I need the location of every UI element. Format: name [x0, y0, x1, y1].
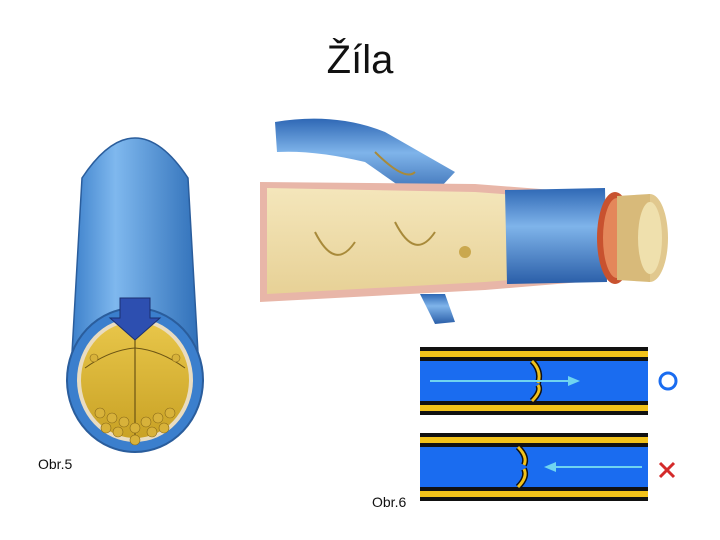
vein-longitudinal-figure	[260, 118, 668, 324]
valve-flow-figure	[420, 347, 678, 501]
caption-obr6: Obr.6	[372, 494, 407, 510]
caption-obr5: Obr.5	[38, 456, 73, 472]
vein-cross-section-figure	[66, 137, 204, 453]
slide-title: Žíla	[326, 38, 394, 82]
